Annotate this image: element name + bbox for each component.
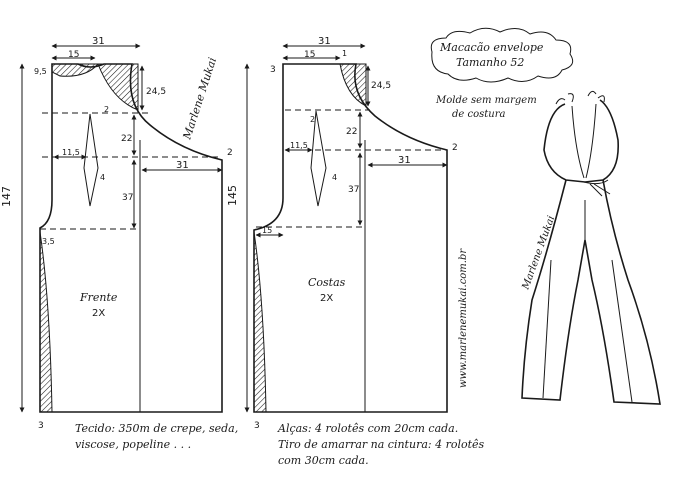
- jumpsuit-waist-tie: [583, 179, 611, 197]
- title-line-2: Tamanho 52: [456, 56, 524, 69]
- jumpsuit-strap-right: [587, 90, 605, 103]
- front-neck-small: 2: [104, 105, 109, 114]
- front-waist-drop: 37: [122, 193, 133, 203]
- back-crotch-width: 15: [262, 226, 272, 235]
- jumpsuit-legs: [521, 179, 661, 405]
- front-side-width: 31: [176, 160, 189, 171]
- back-strap-drop: 24,5: [371, 81, 391, 91]
- back-bust-drop: 22: [346, 127, 357, 137]
- front-pattern-piece: 31 15 9,5 2 24,5 22 37 31 11,5 4 2 147 3…: [0, 36, 233, 431]
- front-piece-count: 2X: [92, 308, 105, 319]
- front-armhole-hatch: [97, 63, 139, 111]
- title-block: Macacão envelope Tamanho 52 Molde sem ma…: [430, 27, 574, 120]
- title-line-1: Macacão envelope: [439, 41, 544, 54]
- back-bottom: 3: [254, 421, 260, 431]
- front-bust-drop: 22: [121, 134, 132, 144]
- back-waist-drop: 37: [348, 185, 359, 195]
- back-dart-length: 4: [332, 173, 337, 182]
- website-label: www.marlenemukai.com.br: [458, 248, 469, 388]
- back-outline: [253, 63, 448, 413]
- front-side-hatch: [39, 231, 53, 413]
- jumpsuit-strap-left: [555, 93, 574, 105]
- front-neck-width: 15: [68, 50, 79, 60]
- back-side-gap: 2: [452, 143, 458, 153]
- front-piece-name: Frente: [79, 291, 118, 304]
- back-armhole-hatch: [339, 63, 367, 107]
- title-cloud: [430, 27, 574, 83]
- back-height: 145: [226, 185, 239, 206]
- back-top-left: 3: [270, 65, 276, 75]
- front-neck-drop: 9,5: [34, 67, 47, 76]
- back-dart-offset: 11,5: [290, 141, 308, 150]
- ties-note-line-2: com 30cm cada.: [278, 454, 369, 467]
- front-neck-hatch: [51, 63, 100, 77]
- back-neck-width: 15: [304, 50, 315, 60]
- back-piece-name: Costas: [308, 276, 346, 289]
- jumpsuit-leg-crease-right: [611, 259, 633, 403]
- back-piece-count: 2X: [320, 293, 333, 304]
- front-dart-offset: 11,5: [62, 148, 80, 157]
- front-strap-drop: 24,5: [146, 87, 166, 97]
- back-top-width: 31: [318, 36, 331, 47]
- notes-block: Tecido: 350m de crepe, seda, viscose, po…: [75, 422, 485, 467]
- fabric-note-line-2: viscose, popeline . . .: [75, 438, 191, 451]
- front-side-gap: 2: [227, 148, 233, 158]
- back-top-mark: 1: [342, 49, 347, 58]
- front-height: 147: [0, 186, 13, 207]
- subtitle-line-2: de costura: [452, 109, 505, 120]
- front-signature: Marlene Mukai: [180, 56, 219, 142]
- jumpsuit-leg-crease-left: [542, 259, 552, 399]
- back-side-hatch: [253, 231, 267, 413]
- jumpsuit-back-opening: [571, 103, 597, 179]
- back-dart-small: 2: [310, 115, 315, 124]
- back-dart: [310, 110, 327, 207]
- fabric-note-line-1: Tecido: 350m de crepe, seda,: [75, 422, 238, 435]
- jumpsuit-illustration: Marlene Mukai: [520, 90, 661, 405]
- back-side-width: 31: [398, 155, 411, 166]
- back-pattern-piece: 31 15 1 3 24,5 2 22 37 31 11,5 4 2 145 1…: [226, 36, 469, 431]
- subtitle-line-1: Molde sem margem: [435, 95, 537, 106]
- front-dart-length: 4: [100, 173, 105, 182]
- straps-note: Alças: 4 rolotês com 20cm cada.: [277, 422, 458, 435]
- front-top-width: 31: [92, 36, 105, 47]
- ties-note-line-1: Tiro de amarrar na cintura: 4 rolotês: [278, 438, 485, 451]
- front-bottom: 3: [38, 421, 44, 431]
- front-dart: [83, 113, 99, 207]
- front-crotch-drop: 3,5: [42, 237, 55, 246]
